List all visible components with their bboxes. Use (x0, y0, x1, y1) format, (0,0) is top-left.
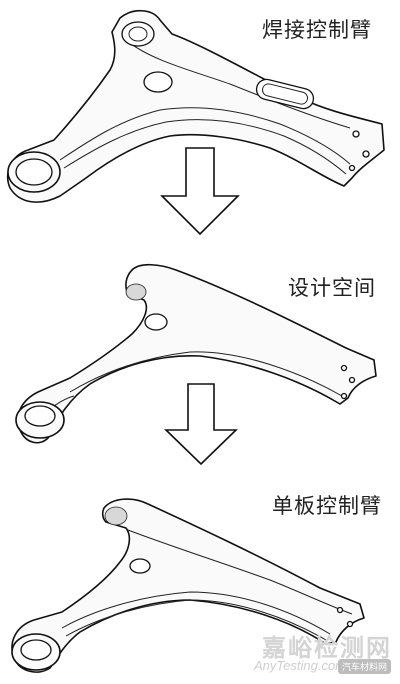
single-plate-control-arm-illustration (11, 498, 365, 673)
watermark-title: 嘉峪检测网 (262, 634, 392, 662)
watermark-badge: 汽车材料网 (338, 659, 392, 674)
down-arrow-icon (160, 147, 240, 236)
design-space-illustration (15, 263, 377, 444)
caption-welded-control-arm: 焊接控制臂 (262, 18, 372, 42)
welded-control-arm-illustration (6, 9, 385, 203)
caption-design-space: 设计空间 (288, 276, 376, 300)
down-arrow-icon (164, 383, 238, 466)
caption-single-plate-control-arm: 单板控制臂 (272, 494, 382, 518)
watermark-url: AnyTesting.com (254, 658, 347, 673)
